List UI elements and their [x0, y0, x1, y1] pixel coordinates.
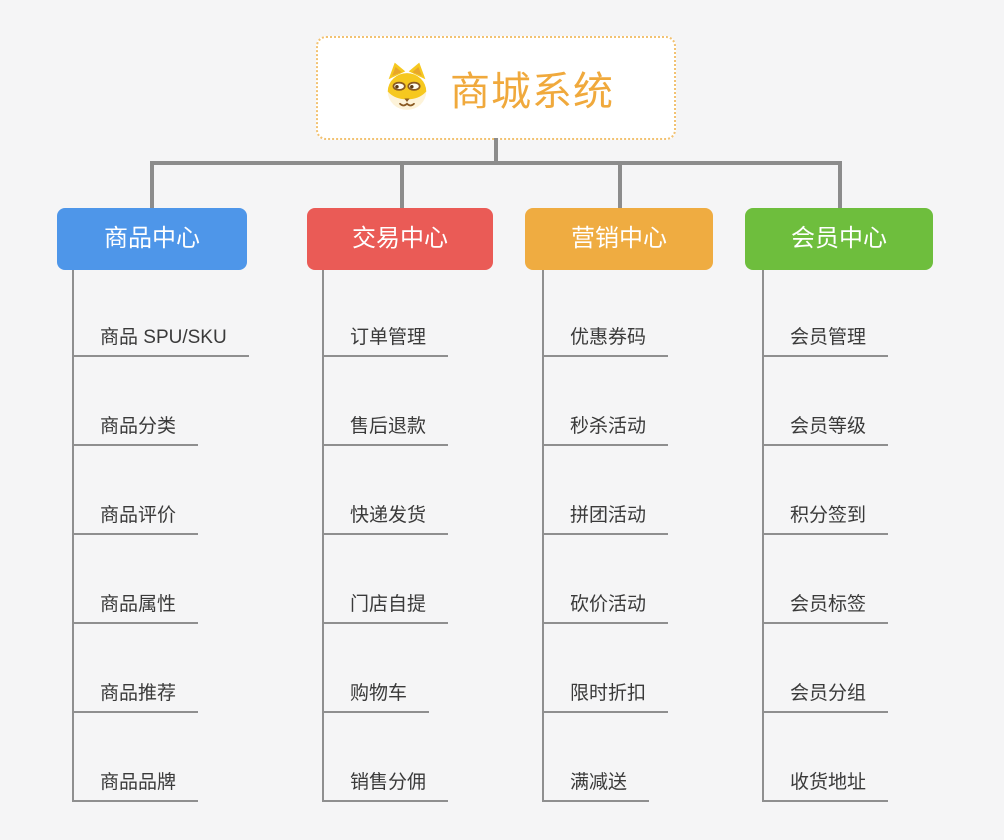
leaf-node[interactable]: 积分签到 [762, 500, 889, 535]
leaf-node[interactable]: 快递发货 [322, 500, 449, 535]
leaf-node[interactable]: 砍价活动 [542, 589, 669, 624]
shiba-dog-icon [387, 62, 427, 110]
leaf-node[interactable]: 会员分组 [762, 678, 889, 713]
connector-drop-trade [400, 161, 404, 210]
leaf-node[interactable]: 商品评价 [72, 500, 199, 535]
leaf-node[interactable]: 优惠券码 [542, 322, 669, 357]
branch-node-trade-center[interactable]: 交易中心 [307, 208, 493, 270]
connector-drop-product [150, 161, 154, 210]
branch-node-member-center[interactable]: 会员中心 [745, 208, 933, 270]
leaf-node[interactable]: 会员等级 [762, 411, 889, 446]
connector-spine-member [762, 270, 764, 802]
leaf-node[interactable]: 拼团活动 [542, 500, 669, 535]
leaf-node[interactable]: 商品属性 [72, 589, 199, 624]
leaf-node[interactable]: 售后退款 [322, 411, 449, 446]
leaf-node[interactable]: 门店自提 [322, 589, 449, 624]
leaf-node[interactable]: 秒杀活动 [542, 411, 669, 446]
leaf-node[interactable]: 会员标签 [762, 589, 889, 624]
leaf-node[interactable]: 订单管理 [322, 322, 449, 357]
leaf-node[interactable]: 商品推荐 [72, 678, 199, 713]
leaf-node[interactable]: 限时折扣 [542, 678, 669, 713]
connector-drop-member [838, 161, 842, 210]
leaf-node[interactable]: 会员管理 [762, 322, 889, 357]
connector-spine-trade [322, 270, 324, 802]
root-node-mall-system[interactable]: 商城系统 [316, 36, 676, 140]
connector-spine-product [72, 270, 74, 802]
connector-spine-marketing [542, 270, 544, 802]
leaf-node[interactable]: 购物车 [322, 678, 430, 713]
leaf-node[interactable]: 商品分类 [72, 411, 199, 446]
leaf-node[interactable]: 满减送 [542, 767, 650, 802]
leaf-node[interactable]: 商品 SPU/SKU [72, 322, 249, 357]
leaf-node[interactable]: 收货地址 [762, 767, 889, 802]
branch-node-product-center[interactable]: 商品中心 [57, 208, 247, 270]
leaf-node[interactable]: 商品品牌 [72, 767, 199, 802]
connector-bus [150, 161, 842, 165]
branch-node-marketing-center[interactable]: 营销中心 [525, 208, 713, 270]
connector-root-stub [494, 138, 498, 163]
root-title: 商城系统 [450, 70, 614, 114]
leaf-node[interactable]: 销售分佣 [322, 767, 449, 802]
connector-drop-marketing [618, 161, 622, 210]
